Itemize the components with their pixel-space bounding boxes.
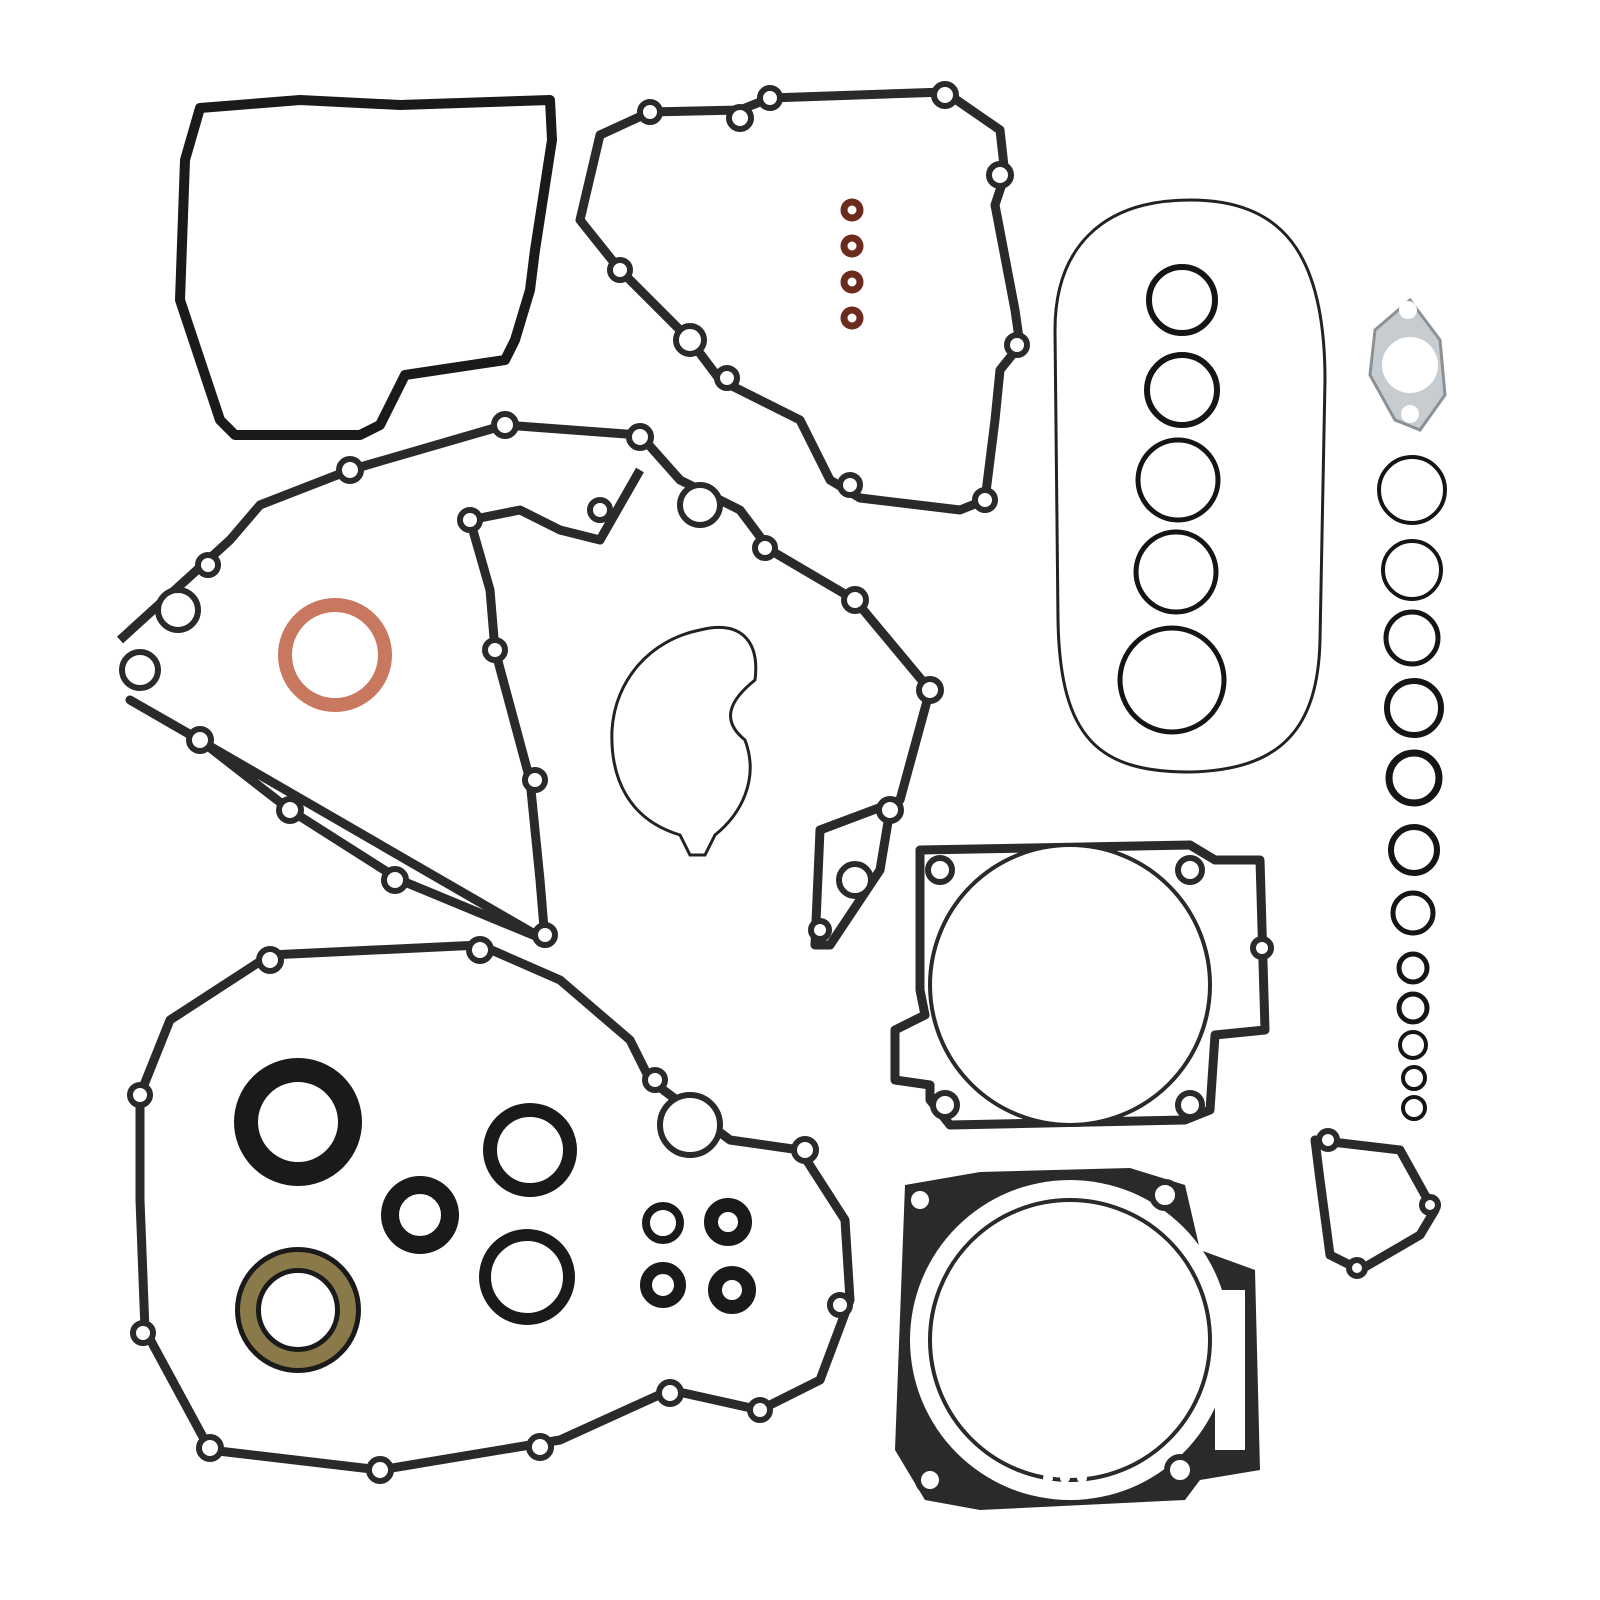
head-gasket bbox=[895, 1168, 1260, 1510]
water-pump-oring bbox=[610, 625, 758, 857]
small-orings bbox=[1377, 455, 1447, 1121]
oil-seals bbox=[234, 1058, 756, 1373]
oil-pump-gasket bbox=[1310, 1128, 1441, 1279]
valve-cover-gasket bbox=[175, 95, 557, 440]
copper-exhaust-ring bbox=[278, 598, 392, 712]
orings-column bbox=[1117, 264, 1227, 735]
valve-stem-seals bbox=[840, 198, 864, 330]
clutch-cover-oring bbox=[1053, 198, 1327, 774]
clutch-cover-gasket bbox=[127, 936, 855, 1484]
ignition-cover-gasket bbox=[575, 81, 1030, 515]
cylinder-base-gasket bbox=[890, 840, 1274, 1130]
crankcase-gasket bbox=[116, 411, 944, 950]
